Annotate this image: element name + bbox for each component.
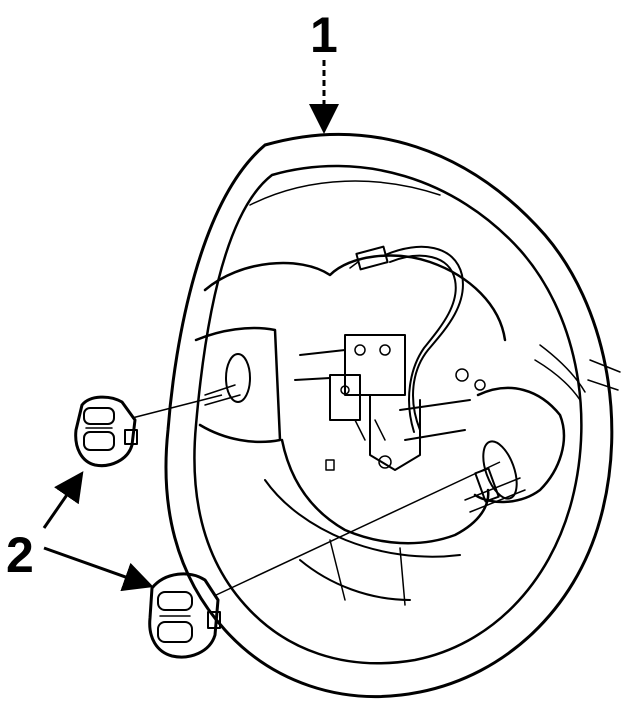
mount-line-lower [213, 461, 501, 597]
wheel-rim-outer [164, 133, 614, 698]
hub-mechanism [294, 334, 486, 471]
cruise-control-switch-upper [74, 394, 223, 468]
wheel-rim-inner [193, 164, 583, 665]
leader-line-2a [42, 471, 84, 529]
mount-line-upper [131, 394, 223, 419]
left-spoke [194, 326, 282, 444]
hub-opening [203, 254, 507, 342]
leader-line-2b [43, 546, 154, 592]
cruise-control-switch-lower [148, 461, 501, 659]
callout-label-1: 1 [310, 7, 338, 63]
lower-spoke [280, 438, 490, 545]
wire-harness [349, 245, 464, 433]
right-spoke [473, 386, 566, 504]
callout-label-2: 2 [6, 527, 34, 583]
steering-wheel [164, 133, 621, 698]
